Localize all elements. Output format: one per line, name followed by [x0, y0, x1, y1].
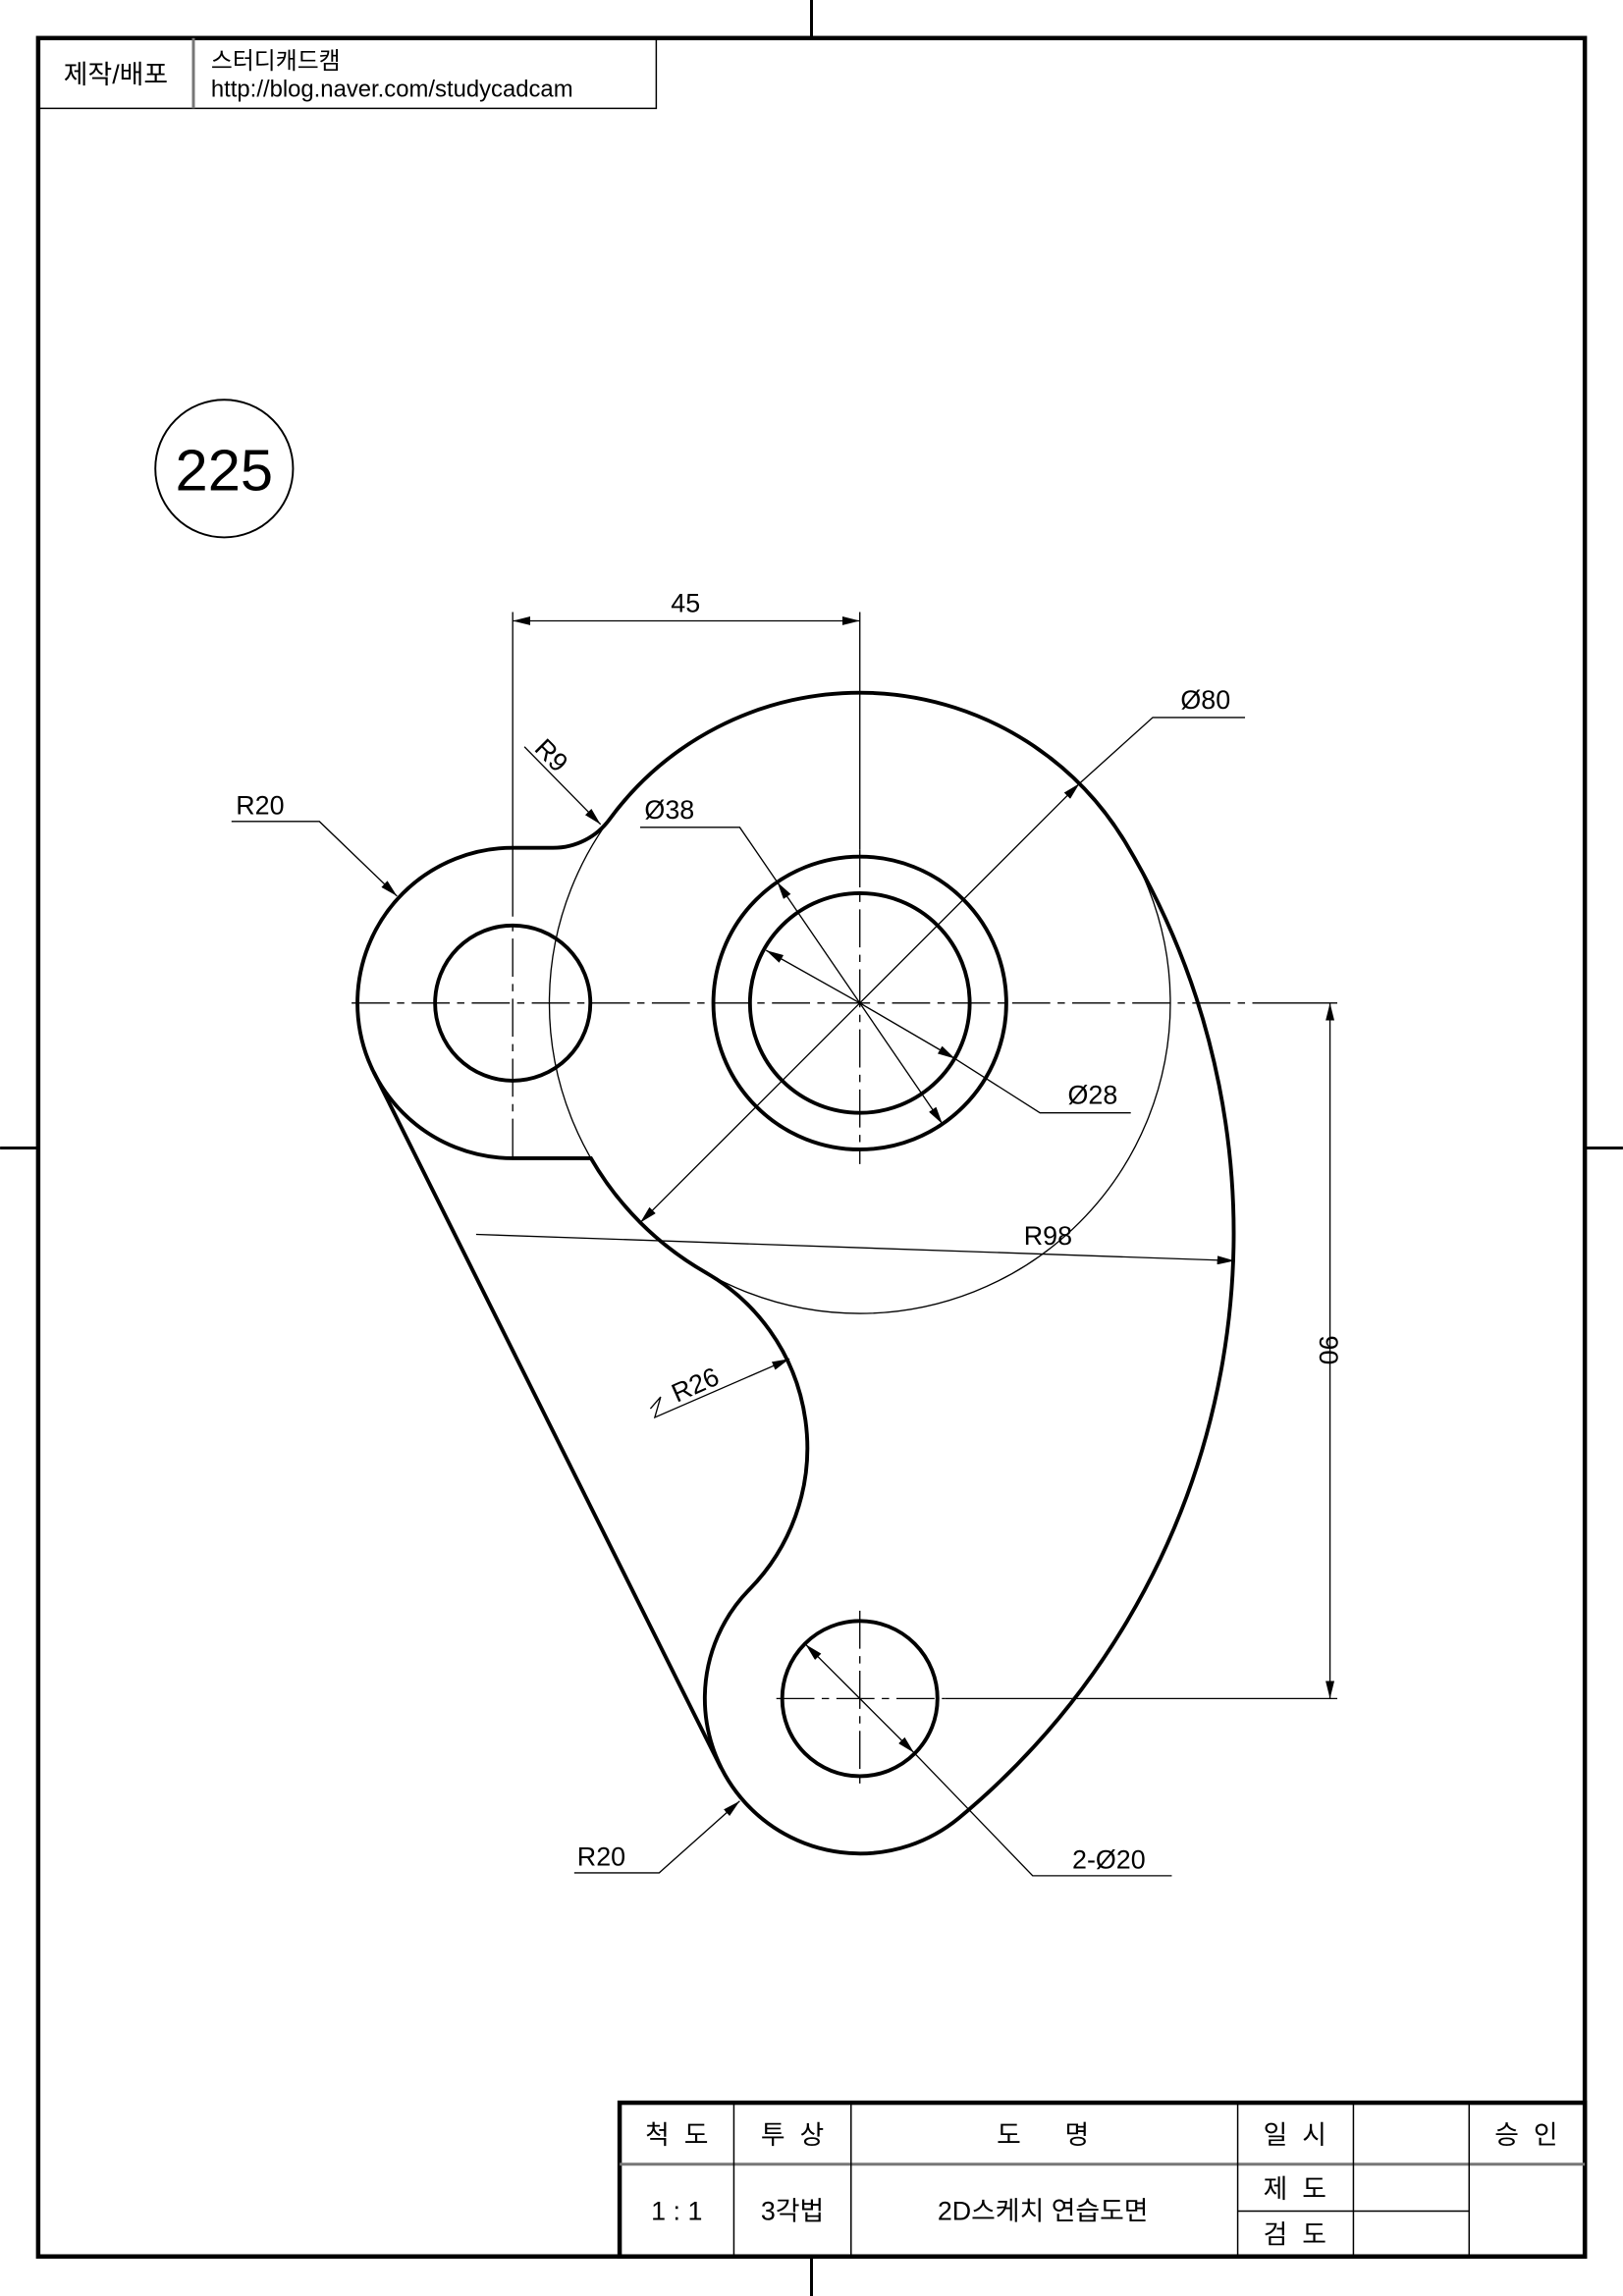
- dim-dia38-label: Ø38: [644, 795, 694, 825]
- tb-checked-label: 검 도: [1264, 2219, 1326, 2249]
- dim-r20-bottom-label: R20: [577, 1842, 625, 1871]
- dim-dia28-label: Ø28: [1068, 1081, 1118, 1110]
- dim-45-label: 45: [671, 589, 700, 618]
- drawing-border: [35, 35, 1588, 2259]
- dim-dia80-label: Ø80: [1180, 685, 1230, 715]
- tb-scale-value: 1 : 1: [651, 2196, 702, 2225]
- dim-r20-top: R20: [231, 790, 398, 897]
- tb-projection-label: 투 상: [761, 2120, 824, 2150]
- header-url: http://blog.naver.com/studycadcam: [211, 76, 573, 102]
- part-section: [355, 690, 1236, 1856]
- drawing-number: 225: [176, 438, 274, 504]
- dim-r9-label: R9: [529, 733, 573, 777]
- dim-r20-top-label: R20: [236, 790, 284, 820]
- tb-drawn-label: 제 도: [1264, 2174, 1326, 2204]
- title-block: 척 도 투 상 도 명 일 시 승 인 1 : 1 3각법 2D스케치 연습도면…: [617, 2100, 1588, 2259]
- dim-r98-label: R98: [1024, 1221, 1072, 1251]
- header-box: 제작/배포 스터디캐드캠 http://blog.naver.com/study…: [37, 37, 658, 110]
- dim-holes: 2-Ø20: [805, 1643, 1172, 1877]
- tb-name-label: 도 명: [997, 2120, 1089, 2150]
- dim-dia38: Ø38: [639, 795, 944, 1125]
- dim-holes-label: 2-Ø20: [1072, 1844, 1146, 1874]
- header-author: 스터디캐드캠: [211, 48, 341, 75]
- header-label: 제작/배포: [64, 60, 168, 89]
- dim-90: 90: [945, 1002, 1343, 1700]
- tangent-edge: [372, 1071, 724, 1769]
- tb-scale-label: 척 도: [645, 2120, 708, 2150]
- tb-approval-label: 승 인: [1494, 2120, 1557, 2150]
- tb-date-label: 일 시: [1264, 2120, 1326, 2150]
- dim-45: 45: [512, 589, 861, 880]
- dim-r9: R9: [523, 733, 602, 826]
- dim-r20-bottom: R20: [573, 1800, 740, 1874]
- dim-90-label: 90: [1314, 1335, 1343, 1364]
- drawing-number-badge: 225: [154, 399, 295, 539]
- dim-r26-label: R26: [668, 1362, 724, 1408]
- tb-name-value: 2D스케치 연습도면: [938, 2196, 1149, 2225]
- dim-dia28: Ø28: [765, 949, 1131, 1114]
- tb-projection-value: 3각법: [761, 2196, 824, 2225]
- dim-r26: R26: [649, 1358, 790, 1419]
- dim-r98: R98: [475, 1221, 1235, 1265]
- dim-dia80: Ø80: [639, 685, 1246, 1224]
